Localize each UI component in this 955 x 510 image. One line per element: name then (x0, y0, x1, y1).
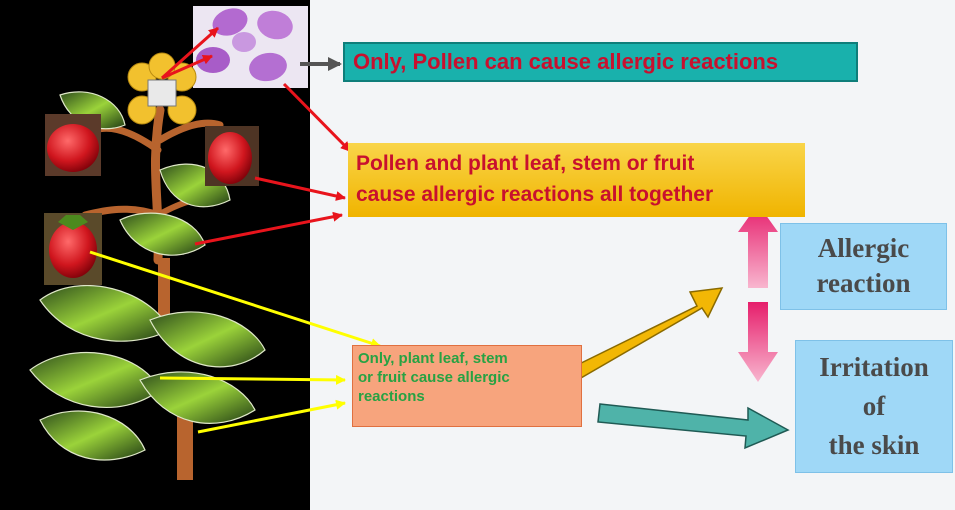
plant-only-text-line3: reactions (358, 387, 581, 406)
pollen-only-box: Only, Pollen can cause allergic reaction… (343, 42, 858, 82)
pollen-only-text: Only, Pollen can cause allergic reaction… (353, 49, 778, 74)
irritation-line2: of (796, 387, 952, 426)
plant-only-text-line1: Only, plant leaf, stem (358, 349, 581, 368)
double-arrow-reactions (738, 204, 778, 382)
arrow-to-allergic-reaction (567, 288, 722, 382)
allergic-reaction-box: Allergic reaction (780, 223, 947, 310)
pollen-and-plant-box: Pollen and plant leaf, stem or fruit cau… (348, 143, 805, 217)
stem-segment (158, 258, 170, 323)
arrow-to-irritation (598, 404, 788, 448)
irritation-box: Irritation of the skin (795, 340, 953, 473)
pollen-grain-icon (193, 4, 308, 88)
pollen-and-plant-text-line2: cause allergic reactions all together (356, 179, 805, 210)
allergic-reaction-line2: reaction (781, 266, 946, 301)
plant-only-box: Only, plant leaf, stem or fruit cause al… (352, 345, 582, 427)
plant-only-text-line2: or fruit cause allergic (358, 368, 581, 387)
pollen-and-plant-text-line1: Pollen and plant leaf, stem or fruit (356, 148, 805, 179)
allergic-reaction-line1: Allergic (781, 231, 946, 266)
irritation-line1: Irritation (796, 348, 952, 387)
irritation-line3: the skin (796, 426, 952, 465)
